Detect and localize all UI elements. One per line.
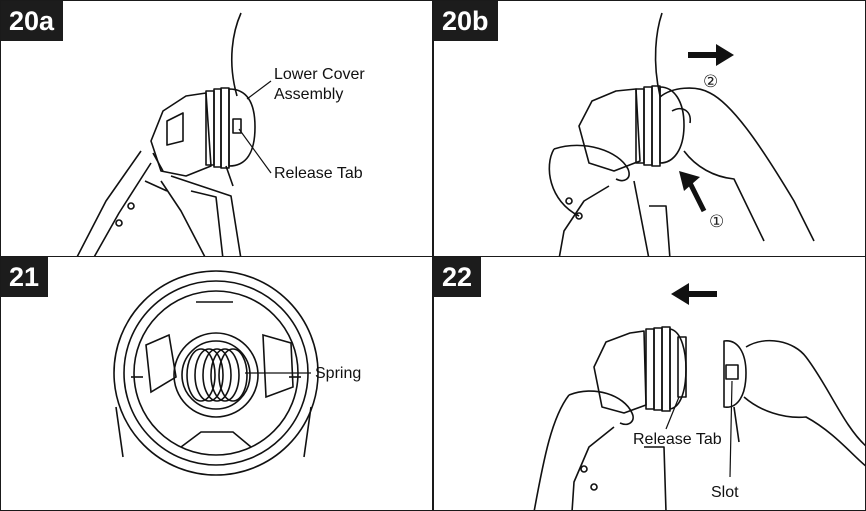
panel-20b: 20b ② ① [433, 0, 866, 258]
arrow-right-icon [688, 44, 734, 66]
callout-release-tab: Release Tab [274, 165, 363, 182]
step-number-1: ① [709, 212, 725, 232]
figure-label-22: 22 [434, 257, 482, 297]
callout-slot: Slot [711, 484, 739, 501]
trimmer-head-illustration [76, 12, 272, 257]
callout-lower-cover: Lower Cover [274, 66, 365, 83]
callout-assembly: Assembly [274, 86, 344, 103]
arrow-left-icon [671, 283, 717, 305]
step-number-2: ② [703, 72, 719, 92]
hands-pressing-release-tab-illustration [548, 12, 815, 257]
figure-label-20b: 20b [434, 1, 498, 41]
panel-22: 22 Release Tab Slot [433, 256, 866, 511]
figure-label-20a: 20a [1, 1, 64, 41]
callout-release-tab-22: Release Tab [633, 431, 722, 448]
panel-20a: 20a Lower Cover Assembly Release Tab [0, 0, 433, 258]
panel-21: 21 Spring [0, 256, 433, 511]
reassembly-illustration [533, 283, 865, 510]
figure-label-21: 21 [1, 257, 49, 297]
lower-cover-with-spring-illustration [113, 270, 319, 476]
arrow-up-icon [679, 171, 707, 213]
callout-spring: Spring [315, 365, 362, 382]
